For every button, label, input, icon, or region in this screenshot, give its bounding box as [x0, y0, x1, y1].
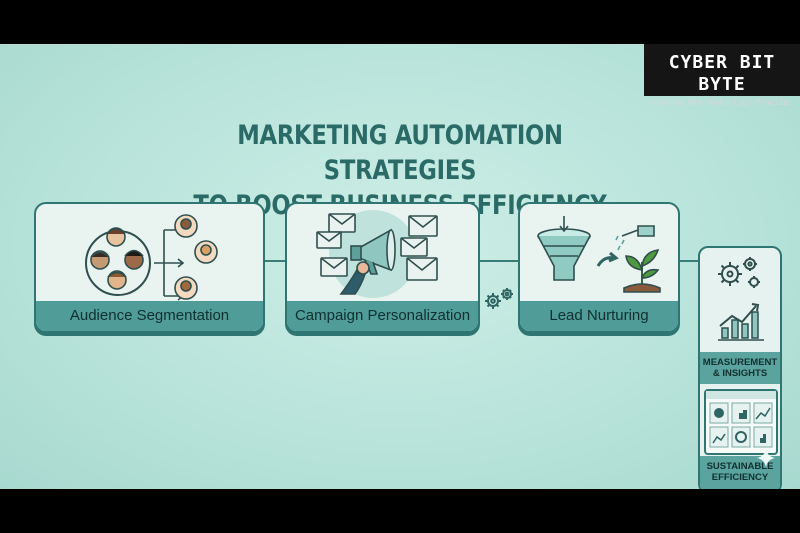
step-card-lead-nurturing: Lead Nurturing	[518, 202, 680, 333]
people-segmentation-icon	[85, 214, 218, 301]
step-card-audience-segmentation: Audience Segmentation	[34, 202, 265, 333]
step-label-lead-nurturing: Lead Nurturing	[520, 301, 678, 331]
brand-tagline: Partner Win Technology Provider	[652, 98, 792, 107]
step-label-campaign-personalization: Campaign Personalization	[287, 301, 478, 331]
step-label-audience-segmentation: Audience Segmentation	[36, 301, 263, 331]
connector-3-4	[676, 260, 700, 262]
measurement-insights-label: MEASUREMENT & INSIGHTS	[700, 352, 780, 384]
title-line-1: MARKETING AUTOMATION STRATEGIES	[237, 120, 563, 186]
mini-dashboard	[704, 389, 778, 455]
measurement-panel: MEASUREMENT & INSIGHTS SUSTAINABLE EFFIC…	[698, 246, 782, 489]
gears-icon	[485, 288, 513, 309]
funnel-plant-icon	[537, 216, 661, 293]
dashboard-icon	[706, 391, 776, 448]
connector-2-3	[476, 260, 520, 262]
brand-name: CYBER BIT BYTE	[668, 52, 776, 95]
sparkle-icon	[757, 449, 775, 467]
step-card-campaign-personalization: Campaign Personalization	[285, 202, 480, 333]
brand-badge: CYBER BIT BYTE Partner Win Technology Pr…	[644, 44, 800, 107]
gears-chart-icon	[718, 257, 764, 341]
connector-1-2	[262, 260, 286, 262]
megaphone-envelopes-icon	[316, 210, 438, 298]
infographic-canvas: MARKETING AUTOMATION STRATEGIES TO BOOST…	[0, 44, 800, 489]
